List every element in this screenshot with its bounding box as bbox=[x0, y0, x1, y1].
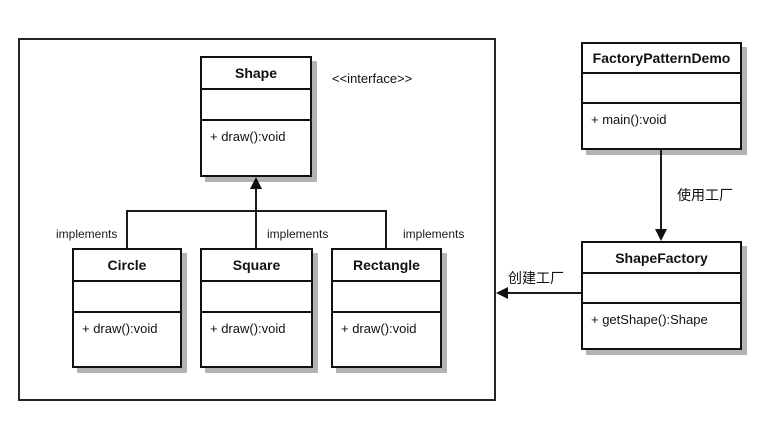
arrow-up-head-icon bbox=[250, 177, 262, 189]
class-method-rectangle: + draw():void bbox=[341, 321, 417, 336]
class-box-shape: Shape + draw():void bbox=[200, 56, 312, 177]
interface-stereotype-label: <<interface>> bbox=[332, 71, 413, 86]
realization-connector-rectangle-line bbox=[385, 210, 387, 248]
class-title-factory-pattern-demo: FactoryPatternDemo bbox=[583, 44, 740, 74]
implements-label-square: implements bbox=[267, 227, 329, 241]
realization-connector-stem-line bbox=[255, 187, 257, 211]
class-method-shape: + draw():void bbox=[210, 129, 286, 144]
realization-connector-square-line bbox=[255, 210, 257, 248]
class-title-shape: Shape bbox=[202, 58, 310, 90]
class-title-shape-factory: ShapeFactory bbox=[583, 243, 740, 274]
arrow-down-head-icon bbox=[655, 229, 667, 241]
class-title-rectangle: Rectangle bbox=[333, 250, 440, 282]
class-box-rectangle: Rectangle + draw():void bbox=[331, 248, 442, 368]
class-attributes-square bbox=[202, 282, 311, 313]
class-box-factory-pattern-demo: FactoryPatternDemo + main():void bbox=[581, 42, 742, 150]
realization-connector-circle-line bbox=[126, 210, 128, 248]
class-title-square: Square bbox=[202, 250, 311, 282]
class-method-shape-factory: + getShape():Shape bbox=[591, 312, 708, 327]
class-box-square: Square + draw():void bbox=[200, 248, 313, 368]
arrow-left-head-icon bbox=[496, 287, 508, 299]
class-attributes-rectangle bbox=[333, 282, 440, 313]
use-factory-label: 使用工厂 bbox=[677, 187, 733, 203]
create-factory-arrow-line bbox=[507, 292, 581, 294]
class-attributes-shape bbox=[202, 90, 310, 121]
class-method-circle: + draw():void bbox=[82, 321, 158, 336]
create-factory-label: 创建工厂 bbox=[508, 270, 564, 286]
use-factory-arrow-line bbox=[660, 150, 662, 230]
class-title-circle: Circle bbox=[74, 250, 180, 282]
class-box-shape-factory: ShapeFactory + getShape():Shape bbox=[581, 241, 742, 350]
class-box-circle: Circle + draw():void bbox=[72, 248, 182, 368]
class-method-square: + draw():void bbox=[210, 321, 286, 336]
class-method-factory-pattern-demo: + main():void bbox=[591, 112, 667, 127]
class-attributes-circle bbox=[74, 282, 180, 313]
class-attributes-shape-factory bbox=[583, 274, 740, 304]
implements-label-rectangle: implements bbox=[403, 227, 465, 241]
implements-label-circle: implements bbox=[56, 227, 118, 241]
class-attributes-factory-pattern-demo bbox=[583, 74, 740, 104]
